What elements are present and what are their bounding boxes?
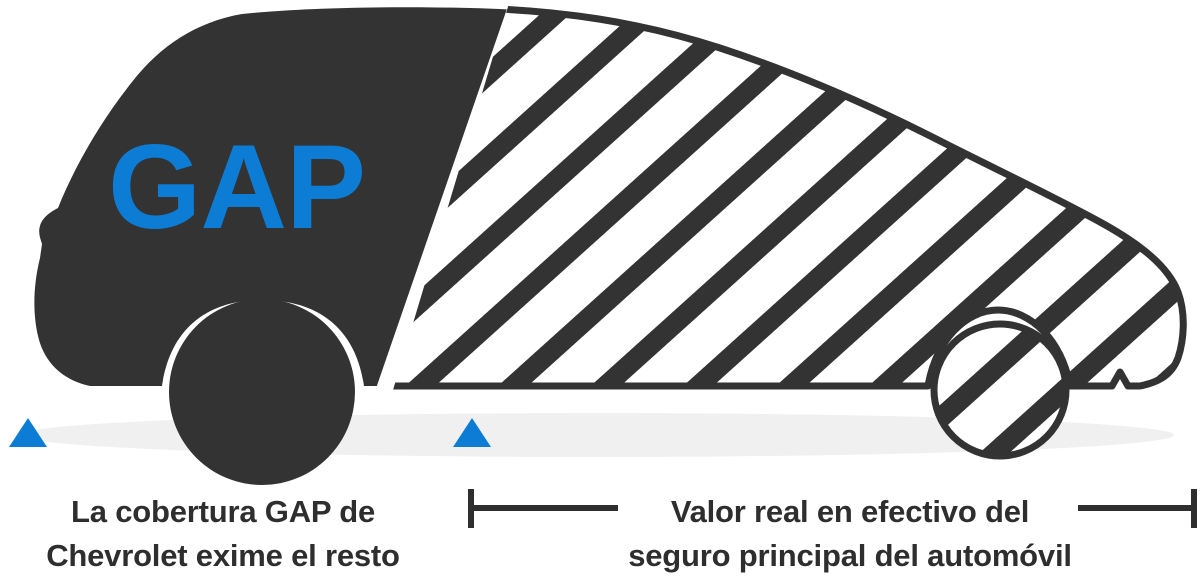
- caption-actual-cash-value-line2: seguro principal del automóvil: [628, 538, 1072, 573]
- dimension-line-left-segment: [472, 505, 618, 511]
- caption-gap-coverage-line1: La cobertura GAP de: [71, 494, 375, 529]
- dimension-tick-left: [468, 489, 474, 528]
- vehicle-body: [34, 3, 1187, 485]
- gap-wordmark: GAP: [108, 120, 365, 254]
- dimension-tick-right: [1191, 489, 1197, 528]
- caption-actual-cash-value-line1: Valor real en efectivo del: [670, 494, 1030, 529]
- rear-wheel: [930, 320, 1070, 460]
- caption-gap-coverage: La cobertura GAP de Chevrolet exime el r…: [0, 490, 446, 578]
- actual-cash-value-start-marker: [453, 418, 491, 447]
- caption-actual-cash-value: Valor real en efectivo del seguro princi…: [595, 490, 1105, 578]
- front-wheel: [169, 299, 355, 485]
- dimension-line-right-segment: [1078, 505, 1196, 511]
- vehicle-rear-outline: [372, 3, 1187, 390]
- gap-start-marker: [9, 418, 47, 447]
- caption-gap-coverage-line2: Chevrolet exime el resto: [46, 538, 400, 573]
